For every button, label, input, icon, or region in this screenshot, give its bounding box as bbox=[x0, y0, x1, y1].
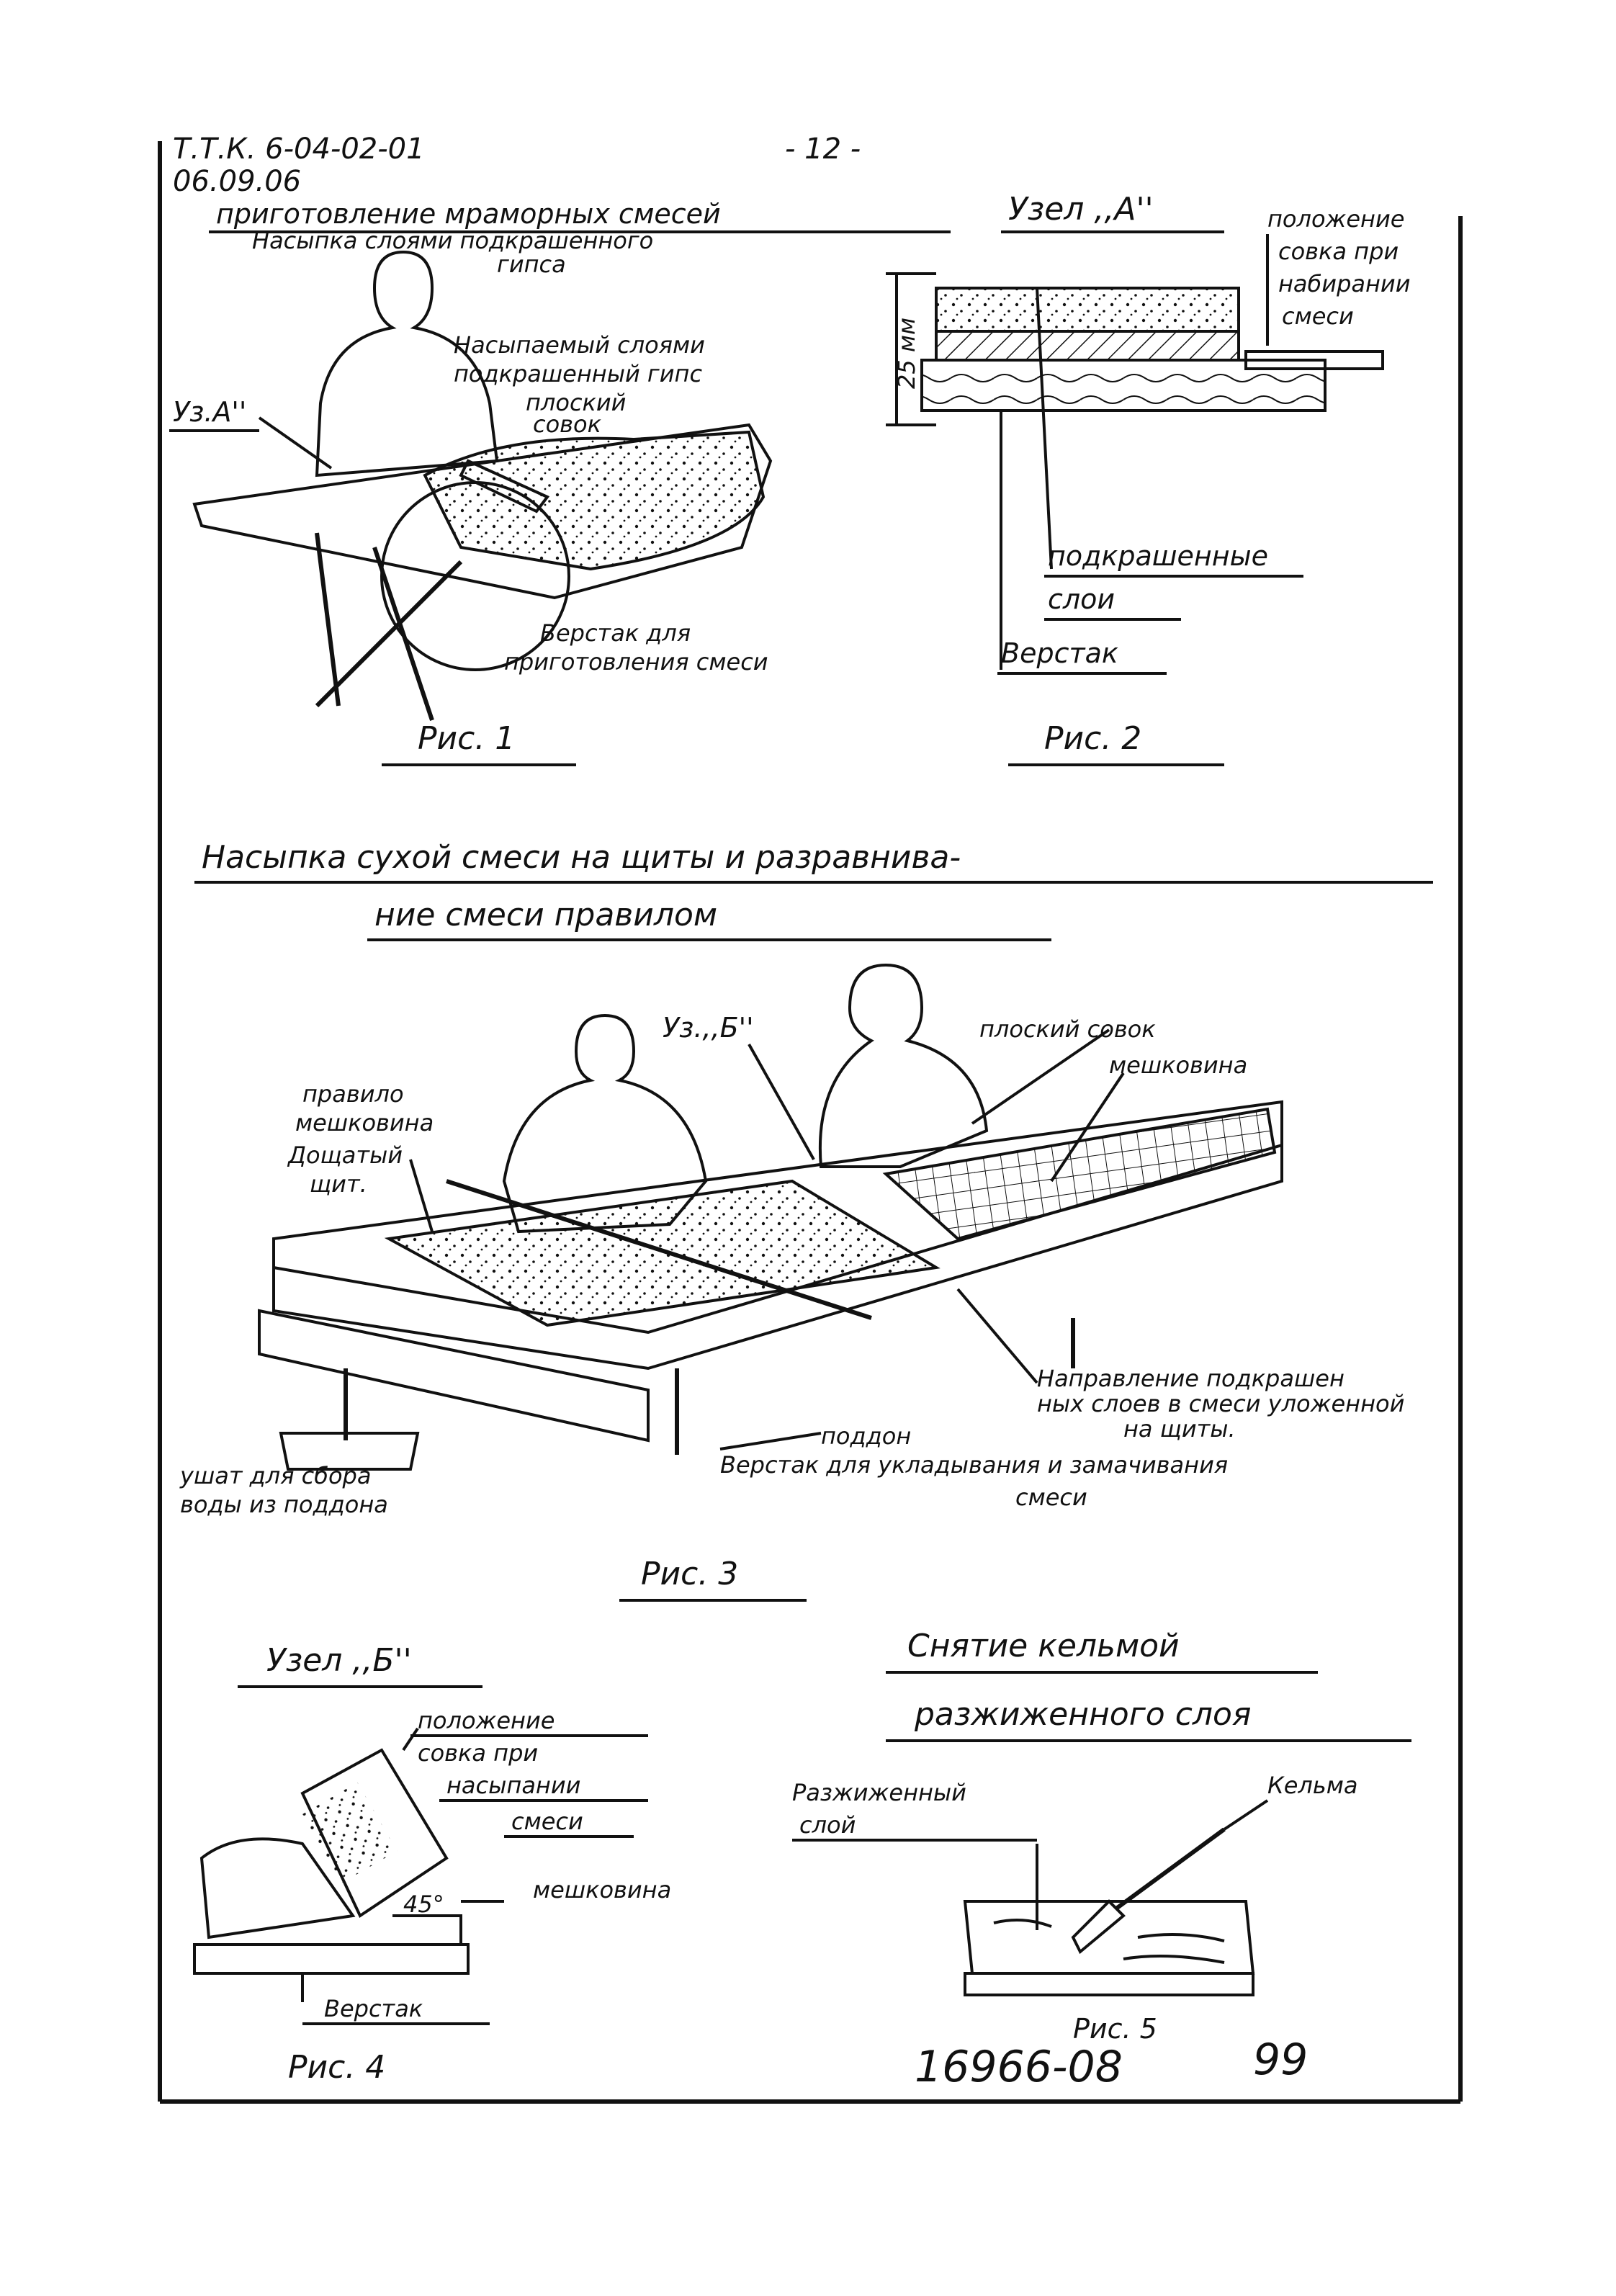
fig3-label-direction-line2: ных слоев в смеси уложенной bbox=[1037, 1390, 1404, 1417]
doc-date: 06.09.06 bbox=[173, 165, 301, 198]
fig3-label-direction-line3: на щиты. bbox=[1123, 1415, 1236, 1443]
fig2-label-layers-line2: слои bbox=[1048, 583, 1115, 615]
fig3-label-scoop: плоский совок bbox=[979, 1015, 1156, 1043]
doc-code: Т.Т.К. 6-04-02-01 bbox=[173, 133, 425, 166]
fig3-label-rule: правило bbox=[302, 1080, 404, 1108]
fig3-label-node: Уз.,,Б'' bbox=[663, 1012, 754, 1044]
fig3-label-tray: поддон bbox=[821, 1422, 911, 1450]
fig2-dim-label: 25 мм bbox=[893, 318, 920, 389]
fig4-label-position-line1: положение bbox=[418, 1707, 555, 1734]
fig4-label-burlap: мешковина bbox=[533, 1876, 671, 1903]
fig3-label-bench-line1: Верстак для укладывания и замачивания bbox=[720, 1451, 1228, 1479]
fig3-label-bench-line2: смеси bbox=[1015, 1484, 1087, 1511]
fig1-caption: Рис. 1 bbox=[418, 720, 515, 757]
fig3-title-line1: Насыпка сухой смеси на щиты и разравнива… bbox=[202, 839, 961, 876]
fig1-illustration bbox=[192, 250, 773, 721]
header: Т.Т.К. 6-04-02-01 06.09.06 - 12 - пригот… bbox=[173, 133, 951, 278]
fig3-illustration bbox=[258, 963, 1283, 1471]
fig1-label-node: Уз.А'' bbox=[173, 396, 246, 428]
fig5-label-layer-line2: слой bbox=[799, 1811, 856, 1839]
fig3-label-burlap2: мешковина bbox=[295, 1109, 434, 1136]
fig3-title-line2: ние смеси правилом bbox=[374, 897, 717, 933]
fig2-label-position-line1: положение bbox=[1267, 205, 1404, 233]
fig3-label-shield-line1: Дощатый bbox=[287, 1142, 403, 1169]
page-number: - 12 - bbox=[785, 133, 861, 166]
fig1-label-bench-line2: приготовления смеси bbox=[504, 648, 768, 676]
fig1-label-bench-line1: Верстак для bbox=[540, 619, 691, 647]
fig2-title: Узел ,,А'' bbox=[1008, 191, 1154, 228]
footer-doc-number: 16966-08 bbox=[915, 2042, 1123, 2092]
fig4-label-bench: Верстак bbox=[324, 1995, 423, 2022]
fig1-label-scoop-line1: плоский bbox=[526, 389, 626, 416]
subsection-title-line1: Насыпка слоями подкрашенного bbox=[252, 227, 653, 254]
fig1-label-gypsum-line1: Насыпаемый слоями bbox=[454, 331, 705, 359]
fig3-label-tub-line1: ушат для сбора bbox=[179, 1462, 371, 1489]
fig4-caption: Рис. 4 bbox=[288, 2049, 385, 2086]
fig4-label-position-line3: насыпании bbox=[446, 1772, 580, 1799]
sheet-frame bbox=[158, 141, 1463, 2104]
fig3-label-direction-line1: Направление подкрашен bbox=[1037, 1365, 1345, 1392]
fig3-label-shield-line2: щит. bbox=[310, 1170, 367, 1198]
section-title: приготовление мраморных смесей bbox=[216, 198, 721, 230]
fig4-illustration bbox=[193, 1727, 504, 2002]
fig3-label-tub-line2: воды из поддона bbox=[180, 1491, 388, 1518]
fig5-label-layer-line1: Разжиженный bbox=[792, 1779, 966, 1806]
footer-sheet-number: 99 bbox=[1253, 2035, 1308, 2085]
fig2-label-bench: Верстак bbox=[1001, 637, 1118, 669]
fig5-title-line1: Снятие кельмой bbox=[907, 1628, 1180, 1664]
fig5-label-trowel: Кельма bbox=[1267, 1772, 1357, 1799]
fig2-caption: Рис. 2 bbox=[1044, 720, 1141, 757]
fig2-cross-section bbox=[886, 272, 1384, 670]
fig1-label-gypsum-line2: подкрашенный гипс bbox=[454, 360, 702, 387]
fig2-label-position-line4: смеси bbox=[1282, 302, 1354, 330]
fig3-caption: Рис. 3 bbox=[641, 1556, 738, 1592]
fig4-title: Узел ,,Б'' bbox=[266, 1642, 412, 1679]
fig2-label-position-line3: набирании bbox=[1278, 270, 1411, 297]
fig1-label-scoop-line2: совок bbox=[533, 411, 602, 438]
fig4-label-position-line2: совка при bbox=[418, 1739, 538, 1767]
fig3-label-burlap: мешковина bbox=[1109, 1051, 1247, 1079]
fig4-label-position-line4: смеси bbox=[511, 1808, 583, 1835]
fig5-title-line2: разжиженного слоя bbox=[914, 1696, 1251, 1733]
subsection-title-line2: гипса bbox=[497, 251, 566, 278]
fig4-label-angle: 45° bbox=[403, 1891, 444, 1918]
fig2-label-layers-line1: подкрашенные bbox=[1048, 540, 1268, 572]
fig5-illustration bbox=[963, 1827, 1255, 1996]
fig5-caption: Рис. 5 bbox=[1073, 2013, 1157, 2045]
fig2-label-position-line2: совка при bbox=[1278, 238, 1399, 265]
